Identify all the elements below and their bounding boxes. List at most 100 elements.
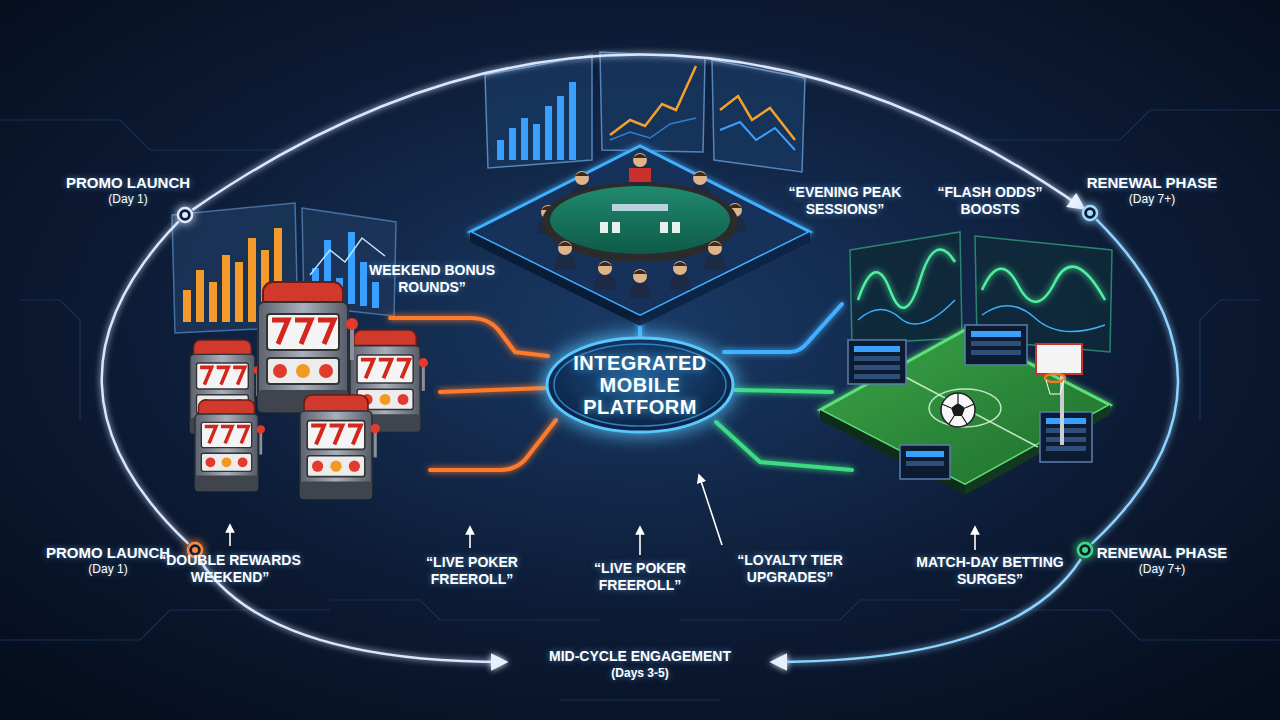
sports-field — [1036, 344, 1082, 374]
callout-label: “EVENING PEAK SESSIONS” — [775, 184, 915, 218]
callout-label: WEEKEND BONUS ROUNDS” — [367, 262, 497, 296]
orange-connectors — [440, 388, 546, 392]
top-chart-panels — [610, 66, 696, 135]
scoreboard — [848, 340, 906, 384]
top-chart-panels — [610, 118, 696, 140]
slot-machines — [258, 282, 358, 412]
platform-hub: INTEGRATED MOBILE PLATFORM — [545, 336, 735, 434]
bar-chart-panels — [196, 270, 204, 322]
line-chart-panels — [982, 267, 1105, 302]
hub-text-area: INTEGRATED MOBILE PLATFORM — [545, 336, 735, 434]
bar-chart-panels — [222, 255, 230, 322]
bar-chart-panels — [360, 262, 367, 306]
hub-label: INTEGRATED MOBILE PLATFORM — [570, 352, 710, 418]
top-chart-panels — [497, 140, 504, 160]
scoreboard — [900, 445, 950, 479]
poker-platform — [660, 222, 668, 233]
poker-platform — [470, 146, 810, 326]
poker-platform — [612, 204, 668, 211]
sports-field — [820, 325, 1110, 495]
callout-label: MATCH-DAY BETTING SURGES” — [915, 554, 1065, 588]
circuit-traces — [330, 600, 600, 620]
marker-core — [1087, 210, 1093, 216]
scoreboard — [971, 331, 1021, 337]
callout-label: “LOYALTY TIER UPGRADES” — [723, 552, 858, 586]
slot-machines — [190, 282, 428, 499]
phase-subtitle: (Day 7+) — [1062, 192, 1242, 206]
circuit-traces — [980, 110, 1280, 140]
hub-outline — [547, 338, 733, 432]
phase-subtitle: (Day 7+) — [1072, 562, 1252, 576]
poker-platform — [594, 261, 616, 290]
marker-core — [182, 212, 188, 218]
poker-platform — [672, 222, 680, 233]
top-chart-panels — [569, 82, 576, 160]
top-chart-panels — [485, 55, 592, 168]
scoreboard — [1046, 428, 1086, 433]
scoreboard — [854, 365, 900, 370]
circuit-traces — [680, 600, 960, 620]
callout-label: “DOUBLE REWARDS WEEKEND” — [155, 552, 305, 586]
circuit-traces — [960, 610, 1280, 640]
bottom-cycle-arcs — [199, 559, 1081, 662]
scoreboard — [848, 325, 1092, 479]
callout-label: (Days 3-5) — [540, 666, 740, 680]
leader-arrows — [700, 478, 722, 545]
slot-machines — [300, 395, 380, 499]
top-chart-panels — [509, 128, 516, 160]
leader-arrows — [230, 478, 975, 555]
leader-arrows — [469, 530, 471, 548]
slot-machines — [195, 400, 265, 491]
marker-circle — [176, 206, 194, 224]
phase-heading: PROMO LAUNCH — [38, 174, 218, 192]
phase-marker: RENEWAL PHASE(Day 7+) — [1081, 204, 1099, 222]
sports-field — [892, 370, 1038, 447]
scoreboard — [1046, 446, 1086, 451]
top-chart-panels — [720, 96, 795, 140]
phase-heading: RENEWAL PHASE — [1062, 174, 1242, 192]
top-chart-panels — [521, 118, 528, 160]
scoreboard — [854, 346, 900, 352]
scoreboard — [971, 341, 1021, 346]
scoreboard — [854, 356, 900, 361]
bar-chart-panels — [183, 290, 191, 322]
callout-label: “LIVE POKER FREEROLL” — [579, 560, 701, 594]
circuit-traces — [0, 120, 300, 150]
circuit-traces — [1200, 300, 1260, 420]
leader-arrows — [974, 530, 976, 550]
poker-platform — [600, 222, 608, 233]
bar-chart-panels — [348, 232, 355, 304]
bar-chart-panels — [248, 238, 256, 322]
orange-connectors — [430, 420, 556, 470]
marker-core — [1082, 547, 1088, 553]
poker-platform — [550, 186, 730, 254]
phase-subtitle: (Day 1) — [38, 192, 218, 206]
marker-circle — [1081, 204, 1099, 222]
leader-arrows — [639, 530, 641, 555]
top-chart-panels — [557, 96, 564, 160]
line-chart-panels — [858, 300, 955, 324]
sports-field — [951, 403, 965, 416]
phase-heading: RENEWAL PHASE — [1072, 544, 1252, 562]
line-chart-panels — [858, 250, 955, 308]
green-connectors — [716, 422, 852, 470]
scoreboard — [854, 374, 900, 379]
phase-marker: PROMO LAUNCH(Day 1) — [176, 206, 194, 224]
top-chart-panels — [545, 106, 552, 160]
callout-label: “LIVE POKER FREEROLL” — [413, 554, 531, 588]
marker-ring — [178, 208, 192, 222]
scoreboard — [1040, 412, 1092, 462]
line-chart-panels — [850, 232, 1112, 352]
scoreboard — [906, 451, 944, 457]
sports-field — [929, 389, 1001, 427]
poker-platform — [629, 168, 651, 182]
poker-platform — [629, 269, 651, 298]
bar-chart-panels — [209, 282, 217, 322]
callout-label: MID-CYCLE ENGAGEMENT — [480, 648, 800, 665]
poker-platform — [554, 241, 576, 270]
cycle-arc — [102, 221, 189, 543]
poker-platform — [600, 222, 680, 233]
poker-platform — [669, 261, 691, 290]
circuit-traces — [0, 110, 1280, 700]
